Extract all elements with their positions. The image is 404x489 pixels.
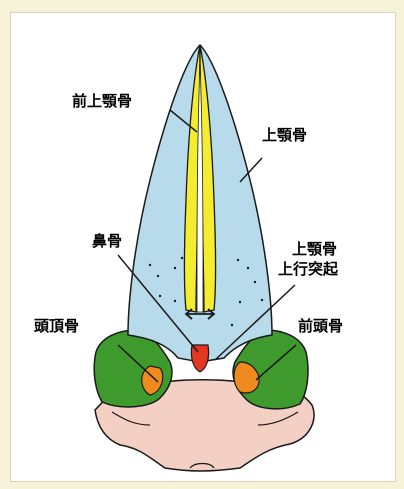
label-nasal: 鼻骨	[92, 232, 122, 250]
label-premaxilla: 前上顎骨	[72, 92, 132, 110]
label-ascending-process-line2: 上行突起	[278, 260, 339, 278]
label-frontal: 前頭骨	[298, 317, 343, 335]
label-parietal: 頭頂骨	[34, 317, 79, 335]
label-maxilla: 上顎骨	[262, 126, 307, 144]
nasal	[191, 345, 208, 372]
label-ascending-process-line1: 上顎骨	[292, 240, 337, 258]
